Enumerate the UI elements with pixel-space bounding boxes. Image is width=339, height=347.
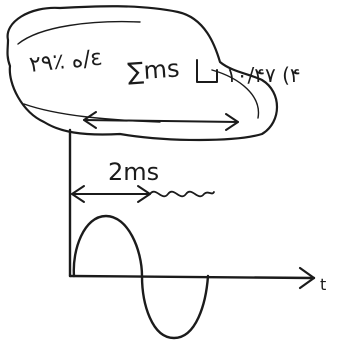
time-axis — [68, 274, 316, 280]
time-axis-arrowhead — [298, 266, 316, 290]
pulse-label: 2ms — [108, 158, 159, 186]
scribble-cloud-outline — [6, 5, 278, 142]
pulse-arrow-left-head — [71, 185, 85, 203]
period-bracket — [196, 59, 218, 83]
top-left-note: ۲۹٪ ه/ε — [28, 45, 104, 78]
zigzag-scribble — [149, 190, 215, 198]
period-label: ∑ms — [126, 54, 180, 86]
time-axis-label: t — [320, 275, 326, 294]
sine-wave-positive-lobe — [72, 214, 144, 278]
period-arrow-line — [83, 119, 239, 123]
sine-wave-negative-lobe — [140, 274, 210, 340]
period-arrow-right-head — [225, 113, 239, 131]
top-right-note: ۱۰/۴۷ (۴ — [226, 63, 301, 87]
period-arrow-left-head — [83, 111, 97, 129]
